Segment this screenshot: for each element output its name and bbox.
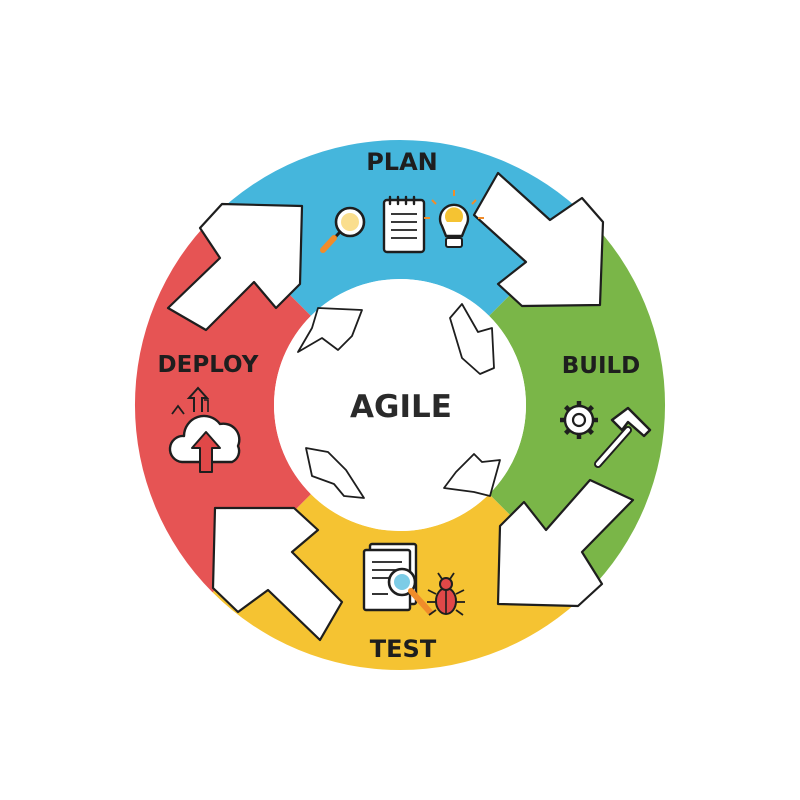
- notepad-icon: [382, 195, 426, 254]
- stage-label-deploy: DEPLOY: [158, 352, 259, 378]
- document-search-icon: [362, 542, 433, 615]
- lightbulb-icon: [424, 190, 484, 248]
- inner-arrow-bottom-left: [305, 447, 365, 499]
- arrow-test-to-deploy: [211, 506, 344, 642]
- arrow-plan-to-build: [472, 171, 605, 308]
- gear-icon: [560, 401, 598, 439]
- stage-label-test: TEST: [370, 635, 437, 663]
- cloud-upload-icon: [168, 386, 241, 473]
- inner-arrow-top-left: [297, 307, 363, 353]
- bug-icon: [427, 572, 465, 616]
- stage-label-plan: PLAN: [366, 148, 438, 176]
- hammer-icon: [594, 406, 652, 468]
- stage-label-build: BUILD: [562, 353, 641, 379]
- arrow-deploy-to-plan: [166, 202, 304, 332]
- inner-arrow-top-right: [449, 303, 495, 375]
- arrow-build-to-test: [496, 478, 635, 608]
- inner-arrow-bottom-right: [443, 453, 501, 497]
- magnifier-icon: [320, 206, 366, 253]
- center-label: AGILE: [350, 389, 452, 425]
